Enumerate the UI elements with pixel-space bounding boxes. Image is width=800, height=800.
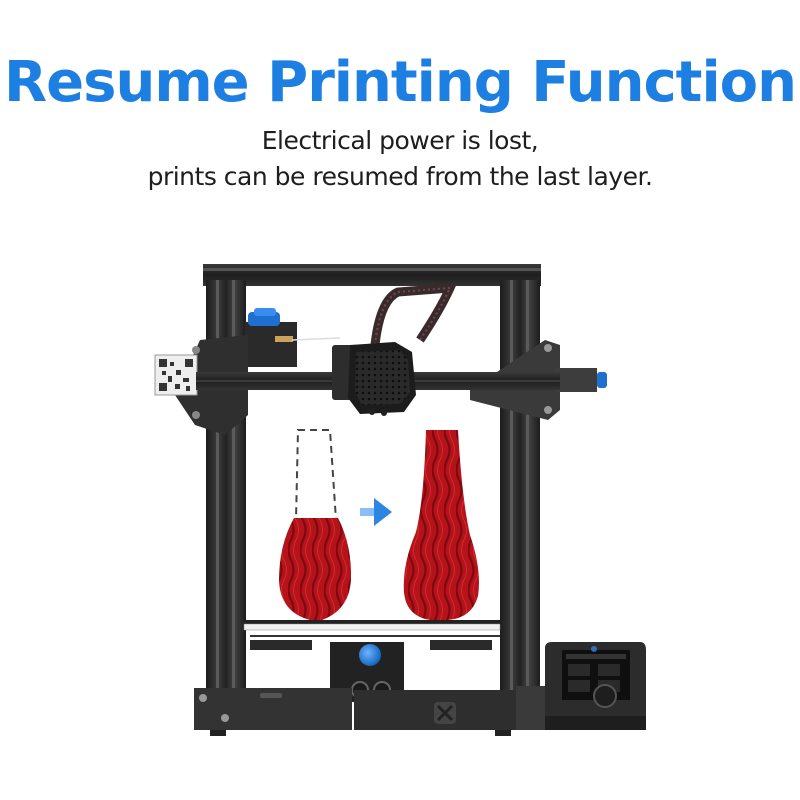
hotend	[332, 342, 416, 416]
right-upright	[500, 280, 540, 700]
partial-vase-illustration	[279, 429, 352, 620]
extruder-assembly	[245, 308, 341, 367]
print-bed	[243, 620, 501, 650]
control-screen-unit	[545, 642, 646, 730]
top-frame-bar	[203, 264, 541, 286]
complete-vase-illustration	[403, 430, 479, 620]
printer-base	[194, 686, 556, 736]
page-title: Resume Printing Function	[4, 50, 797, 115]
hotend-cable	[370, 282, 458, 346]
subtitle: Electrical power is lost, prints can be …	[0, 123, 800, 195]
arrow-right-icon	[360, 498, 392, 526]
subtitle-line-1: Electrical power is lost,	[261, 126, 539, 155]
subtitle-line-2: prints can be resumed from the last laye…	[147, 162, 653, 191]
